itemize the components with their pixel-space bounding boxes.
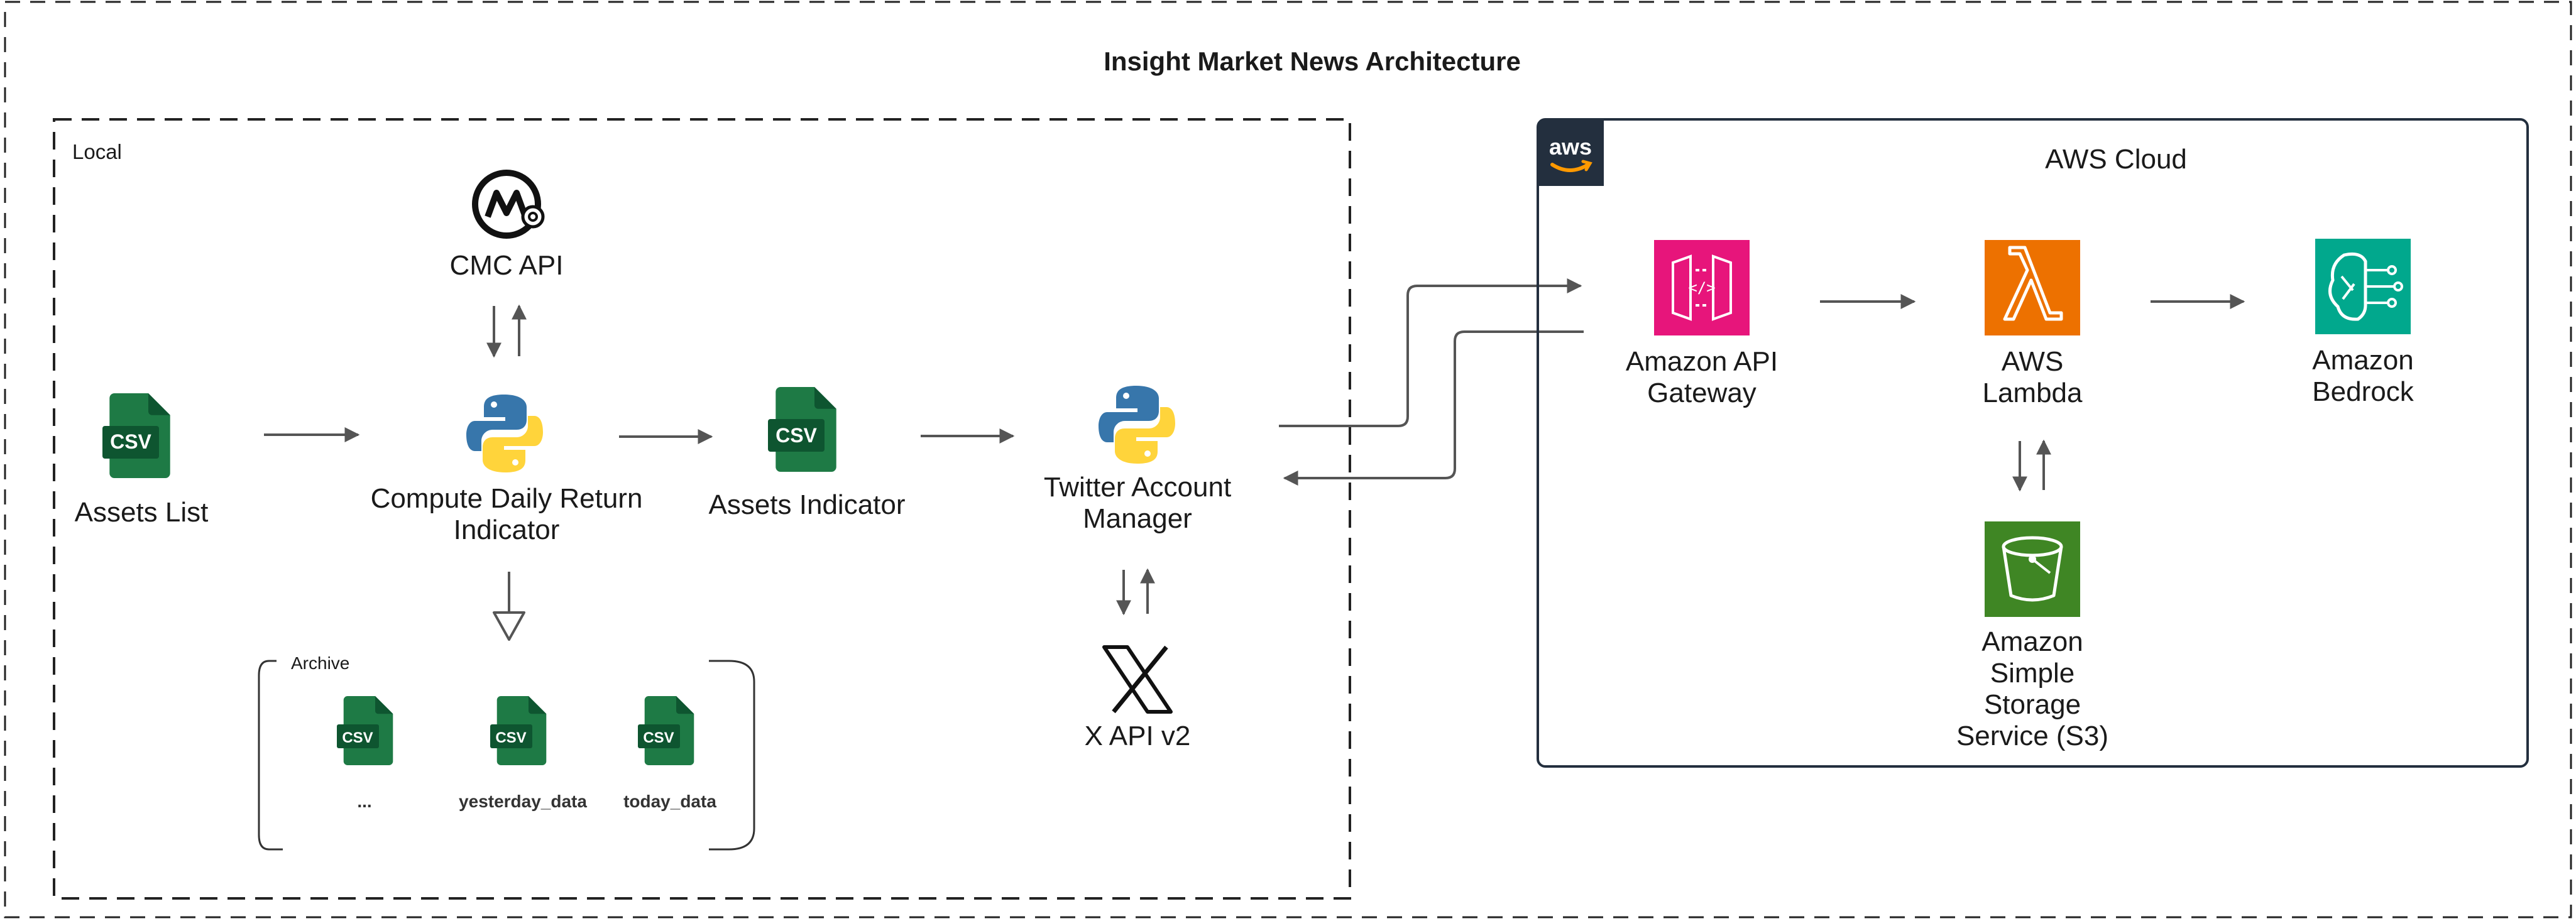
local-group-label: Local [72,140,122,163]
twitter-label-line1: Twitter Account [1044,472,1231,503]
x-api-label: X API v2 [1085,721,1191,751]
aws-cloud-label: AWS Cloud [2045,144,2187,175]
cmc-api-label: CMC API [450,250,564,281]
s3-label-line2: Simple [1990,658,2075,689]
svg-text:CSV: CSV [495,729,526,746]
diagram-title: Insight Market News Architecture [1104,46,1521,76]
svg-text:CSV: CSV [342,729,373,746]
api-gateway-label-line1: Amazon API [1626,346,1778,377]
svg-text:aws: aws [1549,134,1592,160]
cmc-api-icon [472,170,545,239]
archive-today-label: today_data [623,792,716,811]
outer-frame [4,1,2572,918]
svg-text:</>: </> [1688,279,1715,297]
assets-list-label: Assets List [75,497,209,528]
archive-yesterday-label: yesterday_data [459,792,587,811]
archive-csv-icon-2: CSV [490,696,547,765]
aws-arrows [1820,294,2245,492]
local-arrows [264,304,1155,616]
archive-group [258,660,755,851]
svg-text:CSV: CSV [110,430,151,453]
assets-indicator-csv-icon: CSV [768,387,836,472]
svg-text:CSV: CSV [776,424,817,447]
api-gateway-icon: </> [1654,240,1750,335]
archive-label: Archive [291,653,349,673]
compute-label-line1: Compute Daily Return [371,483,643,514]
assets-indicator-label: Assets Indicator [708,489,905,520]
archive-csv-icon-3: CSV [638,696,694,765]
bedrock-label-line1: Amazon [2312,345,2413,376]
local-group [53,118,1351,900]
assets-list-csv-icon: CSV [102,393,170,478]
bedrock-label-line2: Bedrock [2312,376,2414,407]
api-gateway-label-line2: Gateway [1647,378,1757,408]
lambda-label-line2: Lambda [1982,378,2083,408]
python-twitter-icon [1099,386,1175,464]
archive-arrow [493,572,525,641]
python-compute-icon [466,395,543,472]
svg-text:CSV: CSV [643,729,674,746]
lambda-icon [1985,240,2080,335]
archive-csv-icon-1: CSV [337,696,393,765]
api-connectors [1279,278,1584,486]
bedrock-icon [2315,239,2411,334]
s3-label-line4: Service (S3) [1956,721,2108,751]
s3-label-line1: Amazon [1981,626,2083,657]
s3-icon [1985,521,2080,617]
s3-label-line3: Storage [1984,689,2081,720]
compute-label-line2: Indicator [454,515,560,545]
twitter-label-line2: Manager [1083,503,1192,534]
aws-logo-icon: aws [1538,119,1604,186]
archive-ellipsis-label: ... [357,792,371,811]
x-logo-icon [1102,645,1173,714]
aws-cloud-group [1537,118,2529,768]
lambda-label-line1: AWS [2002,346,2064,377]
